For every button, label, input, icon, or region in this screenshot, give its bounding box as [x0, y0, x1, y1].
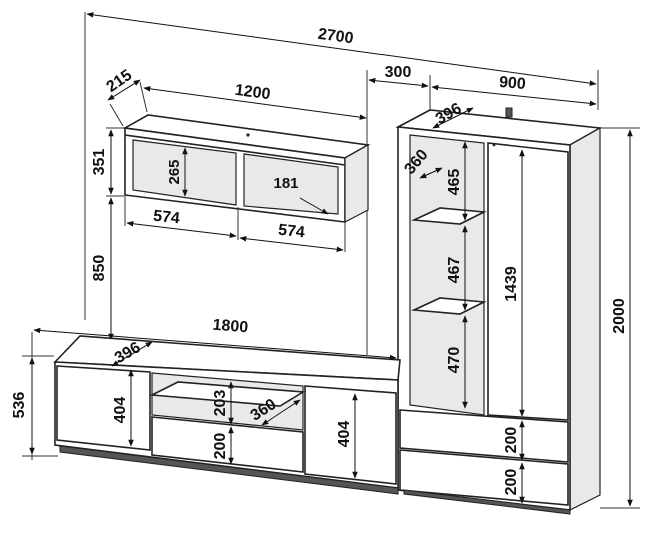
dim-cabinet-height: 2000 — [600, 127, 640, 509]
label-cabinet-width: 900 — [498, 74, 526, 93]
label-shelf-to-base: 850 — [91, 255, 108, 282]
label-shelf-height: 351 — [91, 149, 108, 176]
label-cabinet-drawer-top: 200 — [503, 427, 520, 454]
dim-base-right-door: 404 — [336, 393, 358, 479]
label-cabinet-upper-niche: 465 — [446, 169, 463, 196]
label-shelf-depth: 215 — [104, 67, 136, 96]
dim-gap-width: 300 — [366, 64, 431, 355]
wall-shelf — [122, 114, 371, 223]
label-cabinet-mid-niche: 467 — [446, 257, 463, 284]
label-base-left-door: 404 — [112, 397, 129, 424]
dim-shelf-inner-depth: 181 — [273, 175, 329, 215]
label-shelf-inner-depth: 181 — [273, 175, 298, 192]
dim-base-center: 203 200 — [212, 381, 234, 465]
dim-shelf-width: 1200 — [143, 82, 367, 120]
label-shelf-section-left: 574 — [152, 208, 180, 228]
label-cabinet-height: 2000 — [611, 298, 628, 334]
dim-cabinet-niches: 465 467 470 — [446, 141, 468, 409]
dim-cabinet-door: 1439 — [503, 149, 525, 417]
tall-cabinet — [395, 107, 603, 515]
dim-shelf-sections: 574 574 — [124, 196, 346, 253]
label-shelf-section-right: 574 — [277, 222, 305, 242]
label-cabinet-low-niche: 470 — [446, 347, 463, 374]
label-base-drawer: 200 — [212, 433, 229, 460]
dim-shelf-height: 351 — [91, 127, 124, 197]
label-gap-width: 300 — [385, 64, 412, 81]
dim-cabinet-width: 900 — [431, 74, 597, 107]
label-cabinet-drawer-bottom: 200 — [503, 469, 520, 496]
label-base-width: 1800 — [212, 317, 249, 337]
dim-total-width: 2700 — [84, 12, 599, 320]
label-total-width: 2700 — [317, 26, 355, 48]
dim-base-height: 536 — [11, 355, 58, 457]
dim-shelf-depth: 215 — [104, 67, 148, 127]
dim-base-left-door: 404 — [112, 369, 134, 447]
label-cabinet-door-height: 1439 — [503, 266, 520, 302]
dim-shelf-to-base: 850 — [91, 197, 114, 341]
label-shelf-width: 1200 — [234, 82, 272, 104]
dim-shelf-inner-height: 265 — [166, 147, 188, 197]
label-base-height: 536 — [11, 392, 28, 419]
label-base-right-door: 404 — [336, 421, 353, 448]
label-base-niche: 203 — [212, 390, 229, 417]
label-shelf-inner-height: 265 — [166, 159, 183, 184]
dim-cabinet-drawers: 200 200 — [503, 420, 525, 504]
